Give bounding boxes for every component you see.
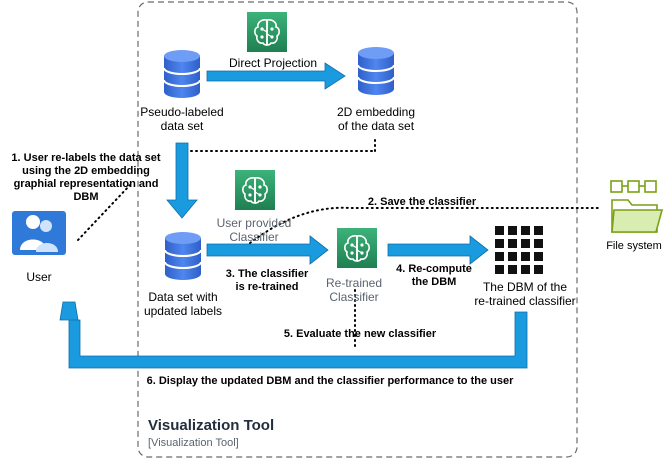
users-icon: [12, 211, 66, 255]
step1-label: 1. User re-labels the data set using the…: [11, 152, 161, 203]
chip-icon: [610, 180, 657, 193]
pseudo-labeled-dataset-label: Pseudo-labeled data set: [140, 105, 224, 133]
arrow-display-to-user: [59, 301, 528, 369]
file-system-label: File system: [606, 240, 662, 252]
file-system-icon: [610, 180, 664, 233]
database-icon-updated: [164, 231, 202, 281]
embedding-2d-label: 2D embedding of the data set: [336, 105, 416, 133]
direct-projection-label: Direct Projection: [228, 56, 318, 70]
group-title: Visualization Tool: [148, 417, 275, 434]
database-icon-pseudo: [163, 49, 201, 99]
group-subtitle: [Visualization Tool]: [148, 437, 239, 449]
user-classifier-label: User provided Classifier: [216, 216, 292, 244]
arrow-direct-projection: [206, 62, 346, 90]
folder-icon: [611, 199, 664, 233]
step2-label: 2. Save the classifier: [367, 196, 477, 208]
dotted-connectors: [77, 137, 601, 351]
user-label: User: [26, 270, 52, 284]
step5-label: 5. Evaluate the new classifier: [283, 328, 437, 340]
step3-label: 3. The classifier is re-trained: [225, 268, 309, 293]
grid-icon: [495, 226, 543, 274]
brain-circuit-icon-retrained: [337, 228, 377, 268]
step6-label: 6. Display the updated DBM and the class…: [146, 375, 514, 387]
arrow-down-relabel: [166, 142, 198, 219]
arrow-recompute-dbm: [387, 235, 489, 265]
process-arrows: [59, 62, 528, 369]
brain-circuit-icon-user-classifier: [235, 170, 275, 210]
arrow-retrain: [206, 235, 329, 265]
database-icon-embedding: [357, 46, 395, 96]
visualization-tool-group: [137, 1, 578, 458]
updated-dataset-label: Data set with updated labels: [143, 290, 223, 318]
step4-label: 4. Re-compute the DBM: [396, 263, 472, 288]
retrained-classifier-label: Re-trained Classifier: [325, 276, 383, 304]
dbm-retrained-label: The DBM of the re-trained classifier: [474, 280, 576, 308]
brain-circuit-icon-projection: [247, 12, 287, 52]
connector-save-classifier: [249, 206, 601, 244]
